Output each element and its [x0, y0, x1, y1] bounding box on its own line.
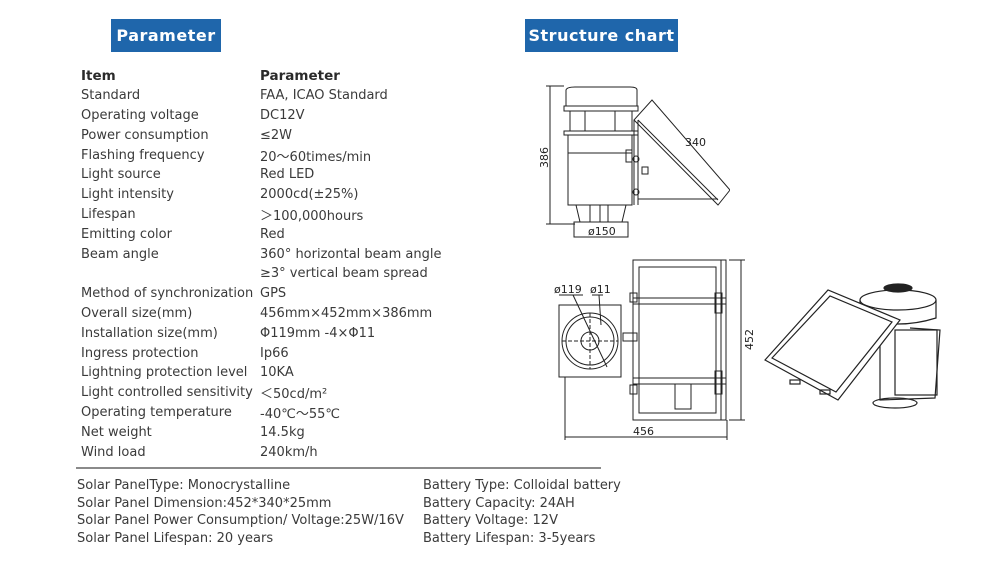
spec-row: Power consumption ≤2W — [81, 125, 442, 145]
solar-note: Solar Panel Power Consumption/ Voltage:2… — [77, 513, 404, 528]
spec-table-header: Item Parameter — [81, 66, 442, 86]
battery-note: Battery Lifespan: 3-5years — [423, 530, 596, 546]
spec-row: Method of synchronization GPS — [81, 284, 442, 304]
spec-item: Light controlled sensitivity — [81, 385, 253, 401]
battery-note: Battery Voltage: 12V — [423, 513, 558, 528]
width-label: 456 — [633, 425, 654, 438]
spec-row: Beam angle 360° horizontal beam angle — [81, 244, 442, 264]
spec-item: Flashing frequency — [81, 147, 205, 163]
column-header-parameter: Parameter — [260, 67, 340, 84]
spec-value: FAA, ICAO Standard — [260, 88, 388, 104]
height-label: 386 — [538, 147, 551, 168]
spec-row: Operating voltage DC12V — [81, 106, 442, 126]
solar-note: Solar Panel Dimension:452*340*25mm — [77, 495, 332, 511]
solar-note: Solar Panel Lifespan: 20 years — [77, 530, 274, 546]
spec-row: Overall size(mm) 456mm×452mm×386mm — [81, 304, 442, 324]
lamp-top — [558, 304, 622, 378]
depth-label: 452 — [743, 329, 756, 350]
spec-row: Operating temperature -40℃～55℃ — [81, 403, 442, 423]
spec-row: Wind load 240km/h — [81, 442, 442, 462]
spec-value: 10KA — [260, 365, 294, 381]
spec-row: Net weight 14.5kg — [81, 422, 442, 442]
isometric-drawing — [764, 283, 941, 409]
panel-length-label: 340 — [685, 136, 706, 149]
spec-row: Light intensity 2000cd(±25%) — [81, 185, 442, 205]
structure-chart-heading: Structure chart — [525, 19, 678, 52]
spec-value: ＜50cd/m² — [260, 387, 328, 403]
spec-item: Installation size(mm) — [81, 325, 218, 341]
spec-item: Overall size(mm) — [81, 305, 193, 321]
solar-panel-side — [633, 99, 730, 206]
spec-item: Lifespan — [81, 206, 136, 222]
spec-item: Wind load — [81, 444, 146, 460]
battery-note: Battery Type: Colloidal battery — [423, 478, 621, 493]
parameter-heading: Parameter — [111, 19, 221, 52]
bolt-circle-label: ø119 — [554, 283, 582, 296]
spec-item: Operating voltage — [81, 107, 199, 123]
spec-value: 456mm×452mm×386mm — [260, 305, 433, 321]
spec-item: Power consumption — [81, 127, 209, 143]
spec-value: -40℃～55℃ — [260, 406, 340, 422]
spec-item: Standard — [81, 88, 141, 104]
spec-value: 360° horizontal beam angle — [260, 246, 442, 262]
spec-item: Method of synchronization — [81, 286, 254, 302]
spec-row: Ingress protection Ip66 — [81, 343, 442, 363]
spec-value: DC12V — [260, 107, 305, 123]
spec-value: GPS — [260, 286, 287, 302]
spec-table: Item Parameter Standard FAA, ICAO Standar… — [81, 66, 442, 462]
spec-row: Installation size(mm) Φ119mm -4×Φ11 — [81, 323, 442, 343]
hole-diameter-label: ø11 — [590, 283, 611, 296]
spec-item: Emitting color — [81, 226, 172, 242]
spec-value: Red LED — [260, 167, 315, 183]
spec-value: ≥3° vertical beam spread — [260, 266, 428, 282]
spec-item: Light intensity — [81, 187, 174, 203]
panel-frame — [632, 259, 727, 421]
spec-item: Beam angle — [81, 246, 159, 262]
spec-row: Emitting color Red — [81, 224, 442, 244]
spec-row: Flashing frequency 20～60times/min — [81, 145, 442, 165]
spec-item: Ingress protection — [81, 345, 199, 361]
spec-item: Lightning protection level — [81, 365, 248, 381]
divider — [76, 467, 601, 469]
spec-value: 2000cd(±25%) — [260, 187, 359, 203]
spec-item: Operating temperature — [81, 404, 232, 420]
spec-row: Light controlled sensitivity ＜50cd/m² — [81, 383, 442, 403]
base-plate — [573, 221, 629, 238]
lamp-dome — [565, 86, 638, 107]
spec-value: Ip66 — [260, 345, 289, 361]
spec-value: Red — [260, 226, 285, 242]
battery-notes: Battery Type: Colloidal battery Battery … — [423, 477, 621, 547]
spec-row: ≥3° vertical beam spread — [81, 264, 442, 284]
spec-value: 240km/h — [260, 444, 318, 460]
lamp-dome-iso — [859, 289, 937, 311]
spec-row: Lifespan ＞100,000hours — [81, 205, 442, 225]
spec-item: Light source — [81, 167, 161, 183]
lamp-body — [567, 134, 633, 206]
solar-note: Solar PanelType: Monocrystalline — [77, 478, 291, 493]
spec-value: ＞100,000hours — [260, 208, 364, 224]
side-view-drawing: 386 ø150 340 — [538, 85, 730, 238]
solar-panel-notes: Solar PanelType: Monocrystalline Solar P… — [77, 477, 404, 547]
spec-value: ≤2W — [260, 127, 293, 143]
base-diameter-label: ø150 — [588, 225, 616, 238]
spec-row: Lightning protection level 10KA — [81, 363, 442, 383]
top-view-drawing: ø119 ø11 452 456 — [554, 259, 756, 440]
spec-value: 14.5kg — [260, 424, 305, 440]
column-header-item: Item — [81, 67, 116, 84]
spec-value: Φ119mm -4×Φ11 — [260, 325, 376, 341]
battery-note: Battery Capacity: 24AH — [423, 495, 575, 511]
spec-row: Standard FAA, ICAO Standard — [81, 86, 442, 106]
spec-item: Net weight — [81, 424, 152, 440]
spec-row: Light source Red LED — [81, 165, 442, 185]
spec-value: 20～60times/min — [260, 149, 372, 165]
